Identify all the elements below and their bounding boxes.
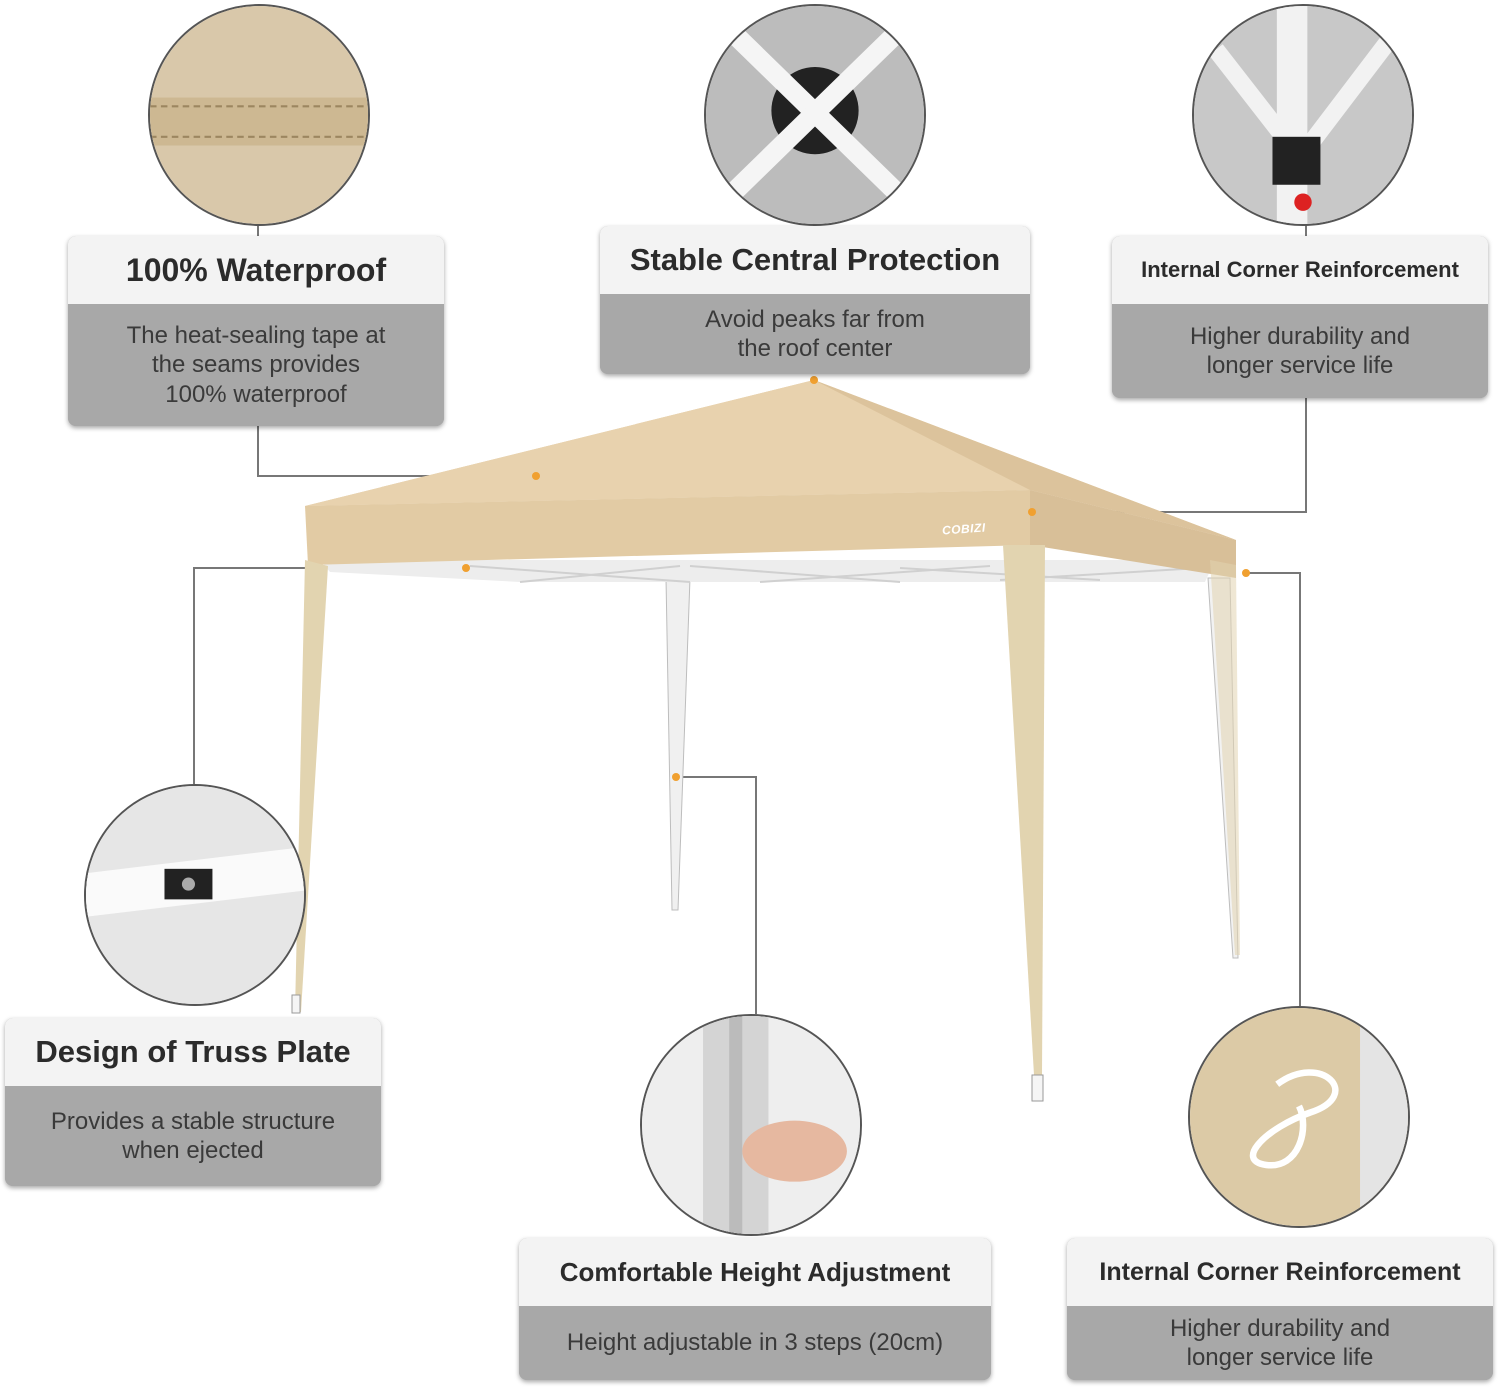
tent-valance-side [1030, 490, 1236, 578]
feature-card-corner-bottom: Internal Corner Reinforcement Higher dur… [1067, 1238, 1493, 1380]
tent-valance-front [305, 490, 1030, 565]
feature-title: Internal Corner Reinforcement [1112, 236, 1488, 304]
feature-description: The heat-sealing tape at the seams provi… [68, 304, 444, 426]
feature-title: Stable Central Protection [600, 226, 1030, 294]
feature-title: 100% Waterproof [68, 236, 444, 304]
feature-card-waterproof: 100% Waterproof The heat-sealing tape at… [68, 236, 444, 426]
feature-title: Internal Corner Reinforcement [1067, 1238, 1493, 1306]
callout-dots [462, 376, 1250, 781]
tent-back-legs [665, 577, 1239, 959]
feature-title: Comfortable Height Adjustment [519, 1238, 991, 1306]
fabric-seam-icon [148, 4, 370, 226]
feature-description: Provides a stable structure when ejected [5, 1086, 381, 1186]
truss-plate-icon [84, 784, 306, 1006]
feature-description: Avoid peaks far from the roof center [600, 294, 1030, 374]
feature-description: Higher durability and longer service lif… [1112, 304, 1488, 398]
connector-corner-bottom [1246, 572, 1301, 1006]
feature-card-truss: Design of Truss Plate Provides a stable … [5, 1018, 381, 1186]
feature-card-height: Comfortable Height Adjustment Height adj… [519, 1238, 991, 1380]
connector-height [676, 776, 757, 1014]
central-hub-icon [704, 4, 926, 226]
feature-card-corner-top: Internal Corner Reinforcement Higher dur… [1112, 236, 1488, 398]
rope-loop-icon [1188, 1006, 1410, 1228]
feature-description: Higher durability and longer service lif… [1067, 1306, 1493, 1380]
connector-truss [193, 567, 466, 784]
height-lock-icon [640, 1014, 862, 1236]
corner-bracket-icon [1192, 4, 1414, 226]
feature-card-central: Stable Central Protection Avoid peaks fa… [600, 226, 1030, 374]
feature-title: Design of Truss Plate [5, 1018, 381, 1086]
feature-description: Height adjustable in 3 steps (20cm) [519, 1306, 991, 1380]
